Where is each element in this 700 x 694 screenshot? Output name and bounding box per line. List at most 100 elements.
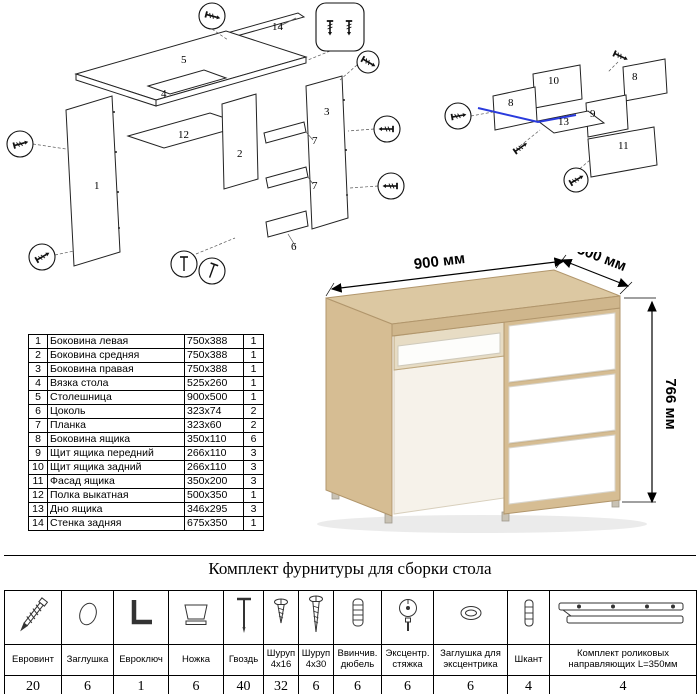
part-number: 1 <box>28 334 48 349</box>
part-qty: 6 <box>243 432 264 447</box>
part-label: 2 <box>237 148 243 160</box>
hardware-item-label: Комплект роликовых направляющих L=350мм <box>549 644 697 676</box>
part-name: Боковина правая <box>47 362 185 377</box>
part-qty: 2 <box>243 404 264 419</box>
hardware-item-qty: 6 <box>333 675 382 694</box>
part-name: Щит ящика передний <box>47 446 185 461</box>
part-label: 6 <box>291 241 297 253</box>
hardware-item-qty: 4 <box>507 675 550 694</box>
hardware-labels-row: Евровинт Заглушка Евроключ Ножка Гвоздь … <box>4 644 697 676</box>
part-number: 10 <box>28 460 48 475</box>
part-name: Полка выкатная <box>47 488 185 503</box>
part-label: 1 <box>94 180 100 192</box>
hex-key-icon <box>131 600 152 625</box>
part-size: 323x60 <box>184 418 244 433</box>
part-label: 7 <box>312 135 318 147</box>
part-name: Боковина левая <box>47 334 185 349</box>
desk-render-drawing: 900 мм 500 мм 766 мм <box>317 241 679 533</box>
part-qty: 1 <box>243 376 264 391</box>
hardware-icon-cell <box>333 590 382 645</box>
desk-width-dimension: 900 мм <box>413 252 466 273</box>
hardware-table: Евровинт Заглушка Евроключ Ножка Гвоздь … <box>4 590 697 694</box>
hardware-icon-cell <box>61 590 114 645</box>
part-qty: 1 <box>243 362 264 377</box>
part-number: 11 <box>28 474 48 489</box>
hardware-icon-cell <box>4 590 62 645</box>
part-number: 5 <box>28 390 48 405</box>
part-label: 8 <box>632 71 638 83</box>
hardware-qty-row: 20 6 1 6 40 32 6 6 6 6 4 4 <box>4 675 697 694</box>
part-number: 13 <box>28 502 48 517</box>
part-label: 13 <box>558 116 569 128</box>
part-label: 7 <box>312 180 318 192</box>
hardware-section-title: Комплект фурнитуры для сборки стола <box>208 559 492 578</box>
hardware-item-label: Ножка <box>168 644 224 676</box>
cap-icon <box>78 602 97 626</box>
exploded-diagram-drawer: 10 8 8 9 13 11 <box>440 50 700 218</box>
part-size: 350x200 <box>184 474 244 489</box>
hardware-item-qty: 40 <box>223 675 264 694</box>
part-qty: 3 <box>243 460 264 475</box>
hardware-icon-cell <box>433 590 508 645</box>
part-number: 8 <box>28 432 48 447</box>
hardware-item-label: Гвоздь <box>223 644 264 676</box>
hardware-icon-cell <box>168 590 224 645</box>
part-number: 7 <box>28 418 48 433</box>
hardware-item-label: Шуруп 4x30 <box>298 644 334 676</box>
part-name: Столешница <box>47 390 185 405</box>
hardware-icon-cell <box>298 590 334 645</box>
hardware-icon-cell <box>507 590 550 645</box>
exploded-diagram-drawer-drawing <box>444 50 668 193</box>
exploded-diagram-desk: 14 5 4 12 2 1 3 7 7 6 <box>0 0 445 310</box>
part-size: 675x350 <box>184 516 244 531</box>
part-label: 3 <box>324 106 330 118</box>
part-name: Боковина ящика <box>47 432 185 447</box>
part-size: 750x388 <box>184 362 244 377</box>
part-number: 14 <box>28 516 48 531</box>
divider-line <box>4 555 696 556</box>
cam-lock-icon <box>398 599 417 631</box>
drawer-slides-icon <box>558 602 684 624</box>
hardware-item-label: Ввинчив. дюбель <box>333 644 382 676</box>
part-size: 525x260 <box>184 376 244 391</box>
screw-short-icon <box>274 598 288 624</box>
hardware-icon-cell <box>381 590 434 645</box>
part-name: Щит ящика задний <box>47 460 185 475</box>
hardware-icon-cell <box>549 590 697 645</box>
part-number: 9 <box>28 446 48 461</box>
part-name: Фасад ящика <box>47 474 185 489</box>
hardware-item-qty: 6 <box>298 675 334 694</box>
hardware-item-qty: 4 <box>549 675 697 694</box>
part-label: 12 <box>178 129 189 141</box>
part-label: 8 <box>508 97 514 109</box>
part-name: Цоколь <box>47 404 185 419</box>
part-name: Боковина средняя <box>47 348 185 363</box>
hardware-item-label: Шуруп 4x16 <box>263 644 299 676</box>
part-size: 346x295 <box>184 502 244 517</box>
part-number: 12 <box>28 488 48 503</box>
confirmat-screw-icon <box>20 597 49 632</box>
part-size: 750x388 <box>184 334 244 349</box>
hardware-item-qty: 1 <box>113 675 169 694</box>
part-label: 14 <box>272 21 283 33</box>
hardware-item-label: Заглушка для эксцентрика <box>433 644 508 676</box>
part-number: 4 <box>28 376 48 391</box>
hardware-icon-cell <box>113 590 169 645</box>
hardware-item-qty: 20 <box>4 675 62 694</box>
part-size: 900x500 <box>184 390 244 405</box>
threaded-dowel-icon <box>352 598 363 627</box>
desk-height-dimension: 766 мм <box>662 378 679 429</box>
desk-render: 900 мм 500 мм 766 мм <box>282 241 694 552</box>
